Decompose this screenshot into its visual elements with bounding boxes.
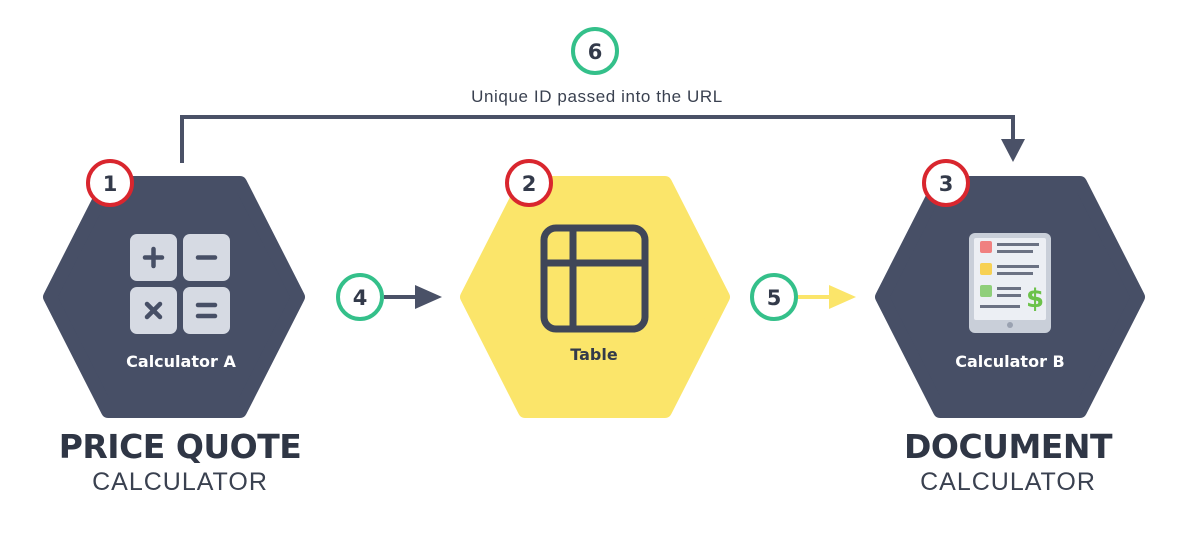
svg-text:5: 5	[767, 286, 782, 310]
caption-title-price-quote: PRICE QUOTE	[58, 427, 302, 466]
caption-subtitle-document: CALCULATOR	[920, 468, 1096, 496]
svg-text:2: 2	[522, 172, 537, 196]
svg-text:6: 6	[588, 40, 603, 64]
connector-url-id: Unique ID passed into the URL	[180, 87, 1025, 163]
arrow-step-4	[384, 285, 442, 309]
connector-arrowhead	[1001, 139, 1025, 162]
badge-step-6: 6	[571, 27, 619, 75]
svg-text:3: 3	[939, 172, 954, 196]
svg-text:$: $	[1026, 284, 1044, 314]
connector-label: Unique ID passed into the URL	[471, 87, 723, 106]
invoice-document-icon: $	[969, 233, 1051, 333]
caption-document: DOCUMENT CALCULATOR	[848, 427, 1168, 497]
node-table	[460, 176, 730, 418]
svg-text:1: 1	[103, 172, 118, 196]
label-table: Table	[570, 345, 618, 364]
svg-text:4: 4	[353, 286, 368, 310]
badge-step-5: 5	[750, 273, 798, 321]
label-calculator-b: Calculator B	[955, 352, 1064, 371]
table-icon	[540, 224, 649, 333]
caption-title-document: DOCUMENT	[904, 427, 1112, 466]
connector-line	[180, 115, 1015, 163]
label-calculator-a: Calculator A	[126, 352, 236, 371]
calculator-icon	[130, 234, 230, 334]
badge-step-2: 2	[505, 159, 553, 207]
caption-subtitle-price-quote: CALCULATOR	[92, 468, 268, 496]
badge-step-1: 1	[86, 159, 134, 207]
badge-step-3: 3	[922, 159, 970, 207]
arrow-step-5	[798, 285, 856, 309]
badge-step-4: 4	[336, 273, 384, 321]
caption-price-quote: PRICE QUOTE CALCULATOR	[20, 427, 340, 497]
